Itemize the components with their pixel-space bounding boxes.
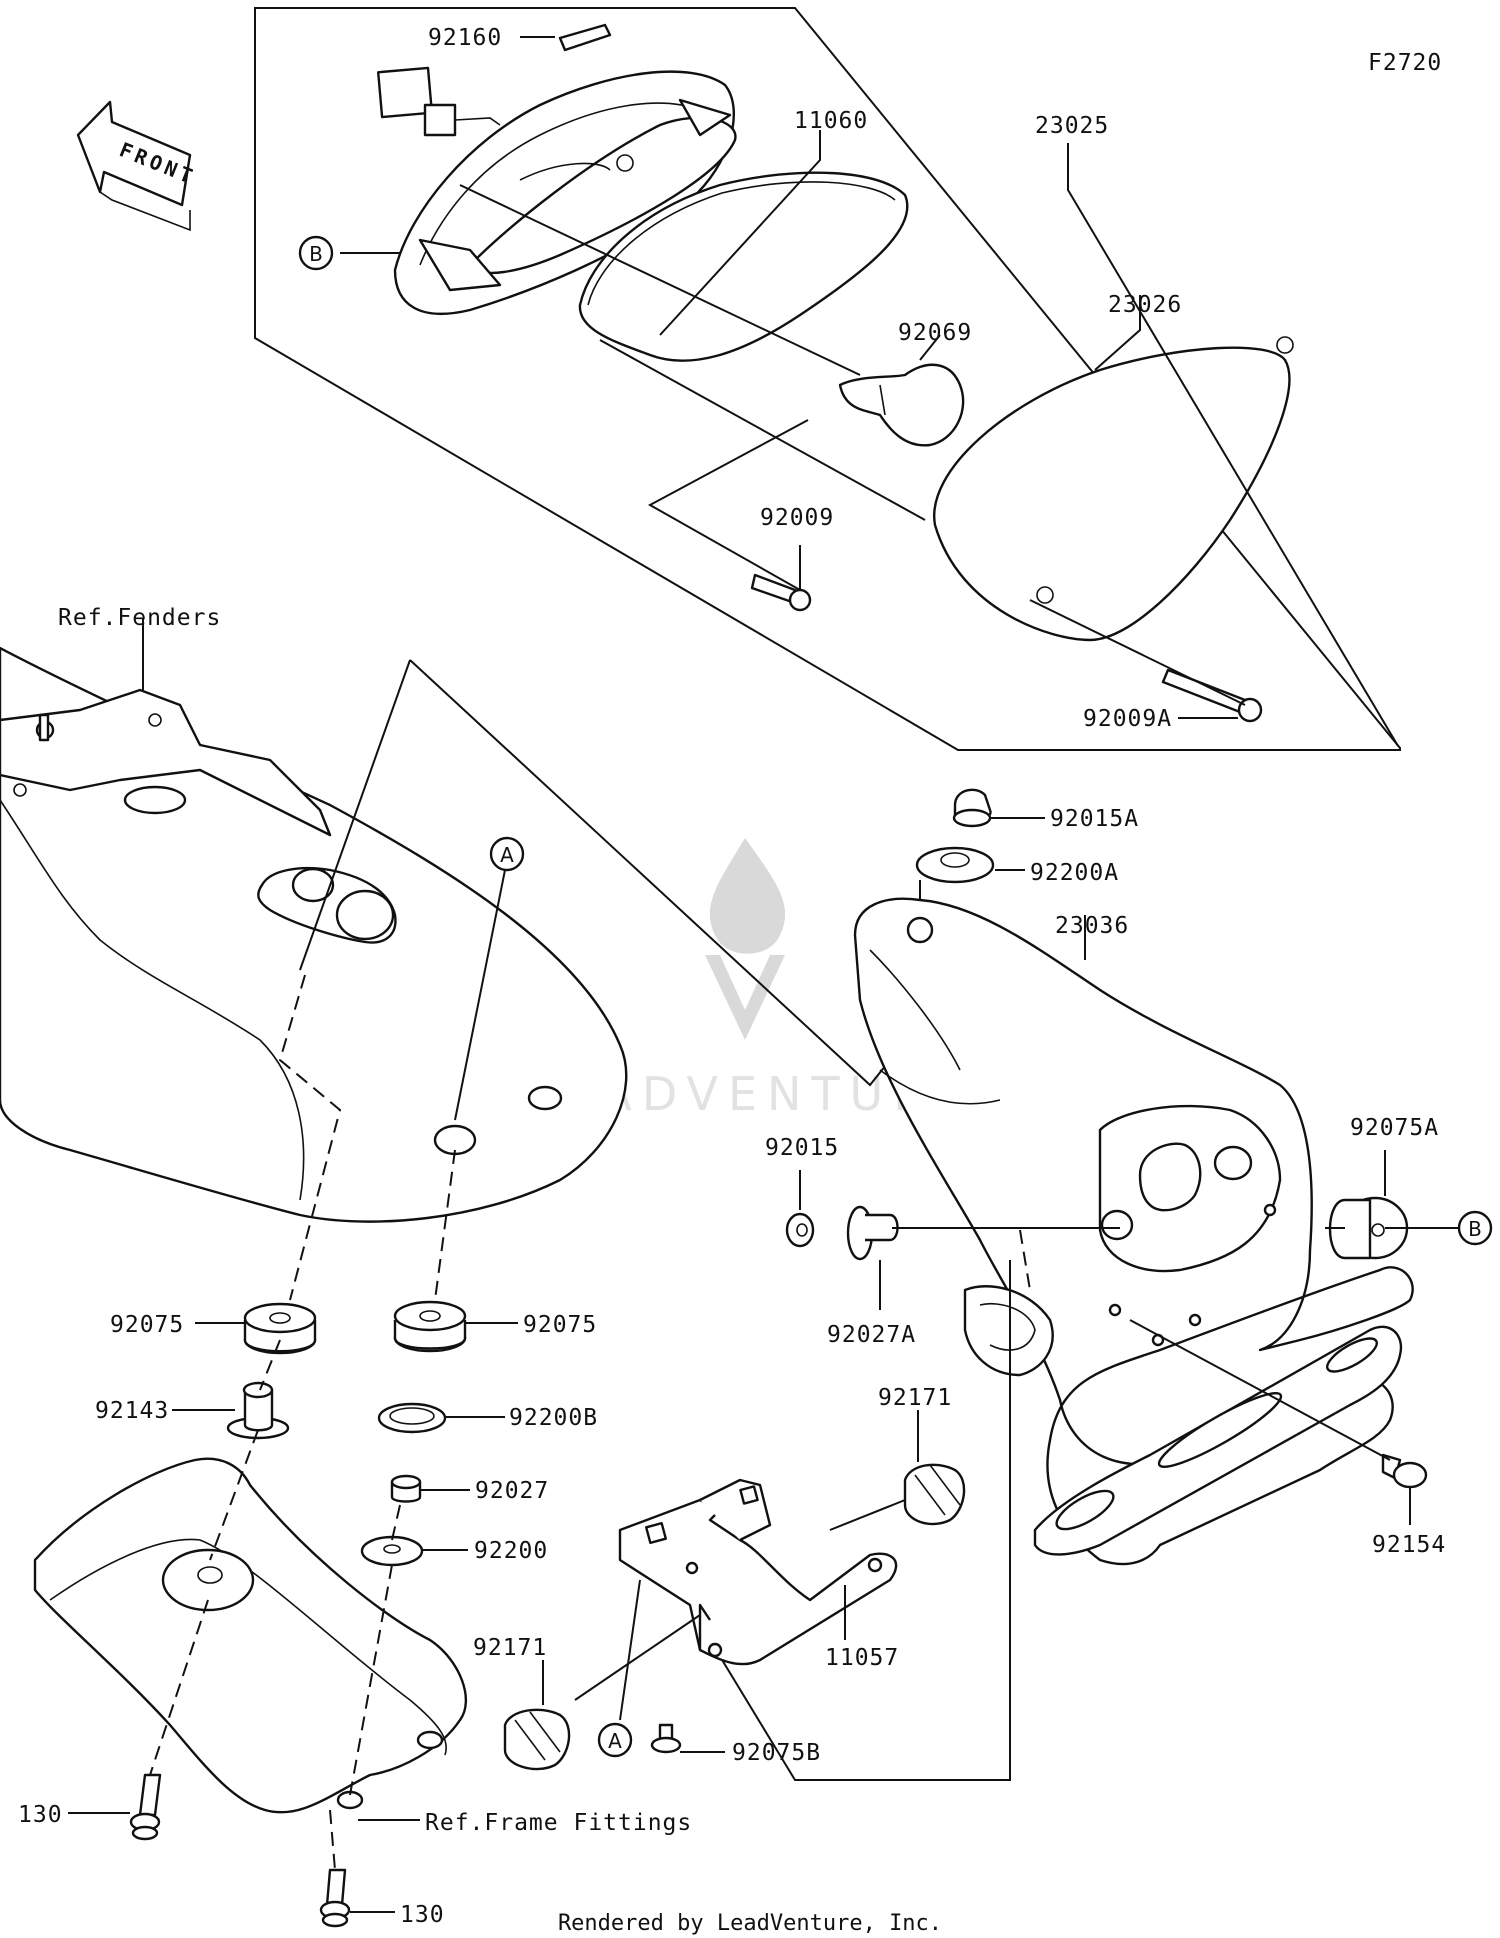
footer-credit: Rendered by LeadVenture, Inc. [558, 1911, 942, 1936]
label-92154: 92154 [1372, 1532, 1446, 1558]
callout-b-top: B [298, 235, 334, 271]
label-130-bottom: 130 [400, 1902, 445, 1928]
washer-92200B [377, 1402, 447, 1434]
label-92200B: 92200B [509, 1405, 598, 1431]
callout-a-top: A [489, 836, 525, 872]
collar-92143 [226, 1381, 290, 1440]
label-92075A: 92075A [1350, 1115, 1439, 1141]
label-92015: 92015 [765, 1135, 839, 1161]
svg-text:A: A [500, 843, 514, 867]
label-92075-left: 92075 [110, 1312, 184, 1338]
label-92009: 92009 [760, 505, 834, 531]
ref-fenders: Ref.Fenders [58, 605, 221, 631]
label-11057: 11057 [825, 1645, 899, 1671]
label-92200A: 92200A [1030, 860, 1119, 886]
label-92200: 92200 [474, 1538, 548, 1564]
label-92075B: 92075B [732, 1740, 821, 1766]
bolt-92075B [650, 1723, 682, 1754]
label-92143: 92143 [95, 1398, 169, 1424]
label-130-top: 130 [18, 1802, 63, 1828]
label-11060: 11060 [794, 108, 868, 134]
bulb-92069 [838, 363, 965, 447]
collar-92027A [846, 1205, 899, 1261]
label-92069: 92069 [898, 320, 972, 346]
label-92171-top: 92171 [878, 1385, 952, 1411]
frame-fitting [33, 1457, 468, 1814]
svg-text:B: B [1468, 1217, 1482, 1241]
bracket-11057 [618, 1478, 898, 1666]
front-arrow-icon: FRONT [76, 100, 199, 232]
screw-92009A [1161, 668, 1263, 723]
label-23036: 23036 [1055, 913, 1129, 939]
grommet-92075A [1328, 1196, 1409, 1260]
collar-92027 [390, 1474, 422, 1503]
connector-92171-top [903, 1463, 966, 1526]
washer-92200A [915, 846, 995, 884]
screw-130-top [129, 1773, 162, 1841]
bracket-23036 [853, 897, 1414, 1566]
label-92171-left: 92171 [473, 1635, 547, 1661]
ref-frame-fittings: Ref.Frame Fittings [425, 1810, 692, 1836]
diagram-code: F2720 [1368, 50, 1442, 76]
label-92015A: 92015A [1050, 806, 1139, 832]
svg-text:B: B [309, 242, 323, 266]
grommet-92075-left [243, 1302, 317, 1355]
callout-b-right: B [1457, 1210, 1493, 1246]
label-92009A: 92009A [1083, 706, 1172, 732]
part-92160 [558, 23, 612, 52]
taillight-housing [376, 66, 737, 315]
label-92160: 92160 [428, 25, 502, 51]
label-92027A: 92027A [827, 1322, 916, 1348]
nut-92015A [952, 788, 992, 828]
lens-23026 [933, 336, 1294, 642]
screw-130-bottom [319, 1868, 351, 1928]
label-92075-right: 92075 [523, 1312, 597, 1338]
taillight-assembly-frame [254, 7, 1401, 751]
label-23026: 23026 [1108, 292, 1182, 318]
svg-text:A: A [608, 1729, 622, 1753]
label-23025: 23025 [1035, 113, 1109, 139]
screw-92154 [1381, 1453, 1428, 1489]
nut-92015 [785, 1212, 815, 1248]
washer-92200 [360, 1535, 424, 1567]
connector-92171-left [503, 1708, 571, 1771]
callout-a-bottom: A [597, 1722, 633, 1758]
grommet-92075-right [393, 1300, 467, 1353]
label-92027: 92027 [475, 1478, 549, 1504]
